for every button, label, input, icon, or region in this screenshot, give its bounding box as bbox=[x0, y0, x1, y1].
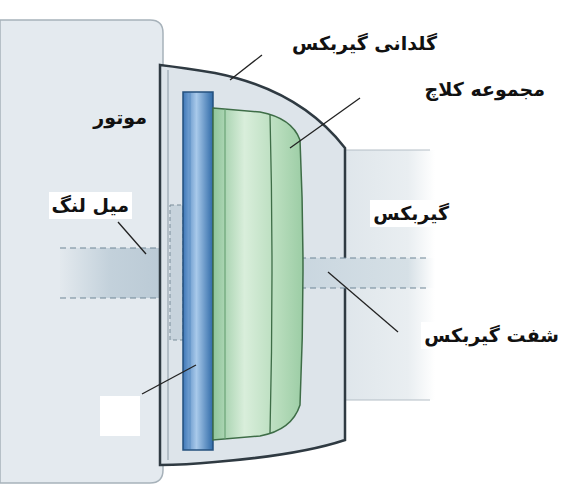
part-label: گیربکس bbox=[370, 200, 452, 227]
part-label: مجموعه کلاچ bbox=[422, 76, 548, 103]
housing-flange bbox=[168, 70, 169, 460]
clutch-disc bbox=[225, 109, 226, 439]
crank-flange bbox=[170, 205, 183, 340]
flywheel-ring bbox=[190, 93, 191, 449]
clutch-plate bbox=[270, 114, 272, 434]
leader-line bbox=[230, 55, 262, 80]
gearbox-edge bbox=[345, 150, 430, 151]
leader-line bbox=[328, 272, 398, 332]
clutch-assembly bbox=[213, 108, 303, 440]
flywheel bbox=[183, 92, 213, 450]
leader-line bbox=[290, 98, 360, 148]
gearbox-shaft bbox=[300, 258, 435, 288]
part-label: شفت گیربکس bbox=[421, 322, 562, 349]
part-label: موتور bbox=[90, 104, 150, 131]
shaft-edge bbox=[300, 287, 430, 288]
gearbox-edge bbox=[345, 400, 430, 401]
part-label: میل لنگ bbox=[49, 192, 132, 219]
leader-line bbox=[142, 365, 196, 394]
part-label: گلدانی گیربکس bbox=[289, 30, 440, 57]
blank-patch bbox=[100, 396, 140, 436]
leader-line bbox=[118, 222, 146, 254]
shaft-edge bbox=[300, 257, 430, 258]
